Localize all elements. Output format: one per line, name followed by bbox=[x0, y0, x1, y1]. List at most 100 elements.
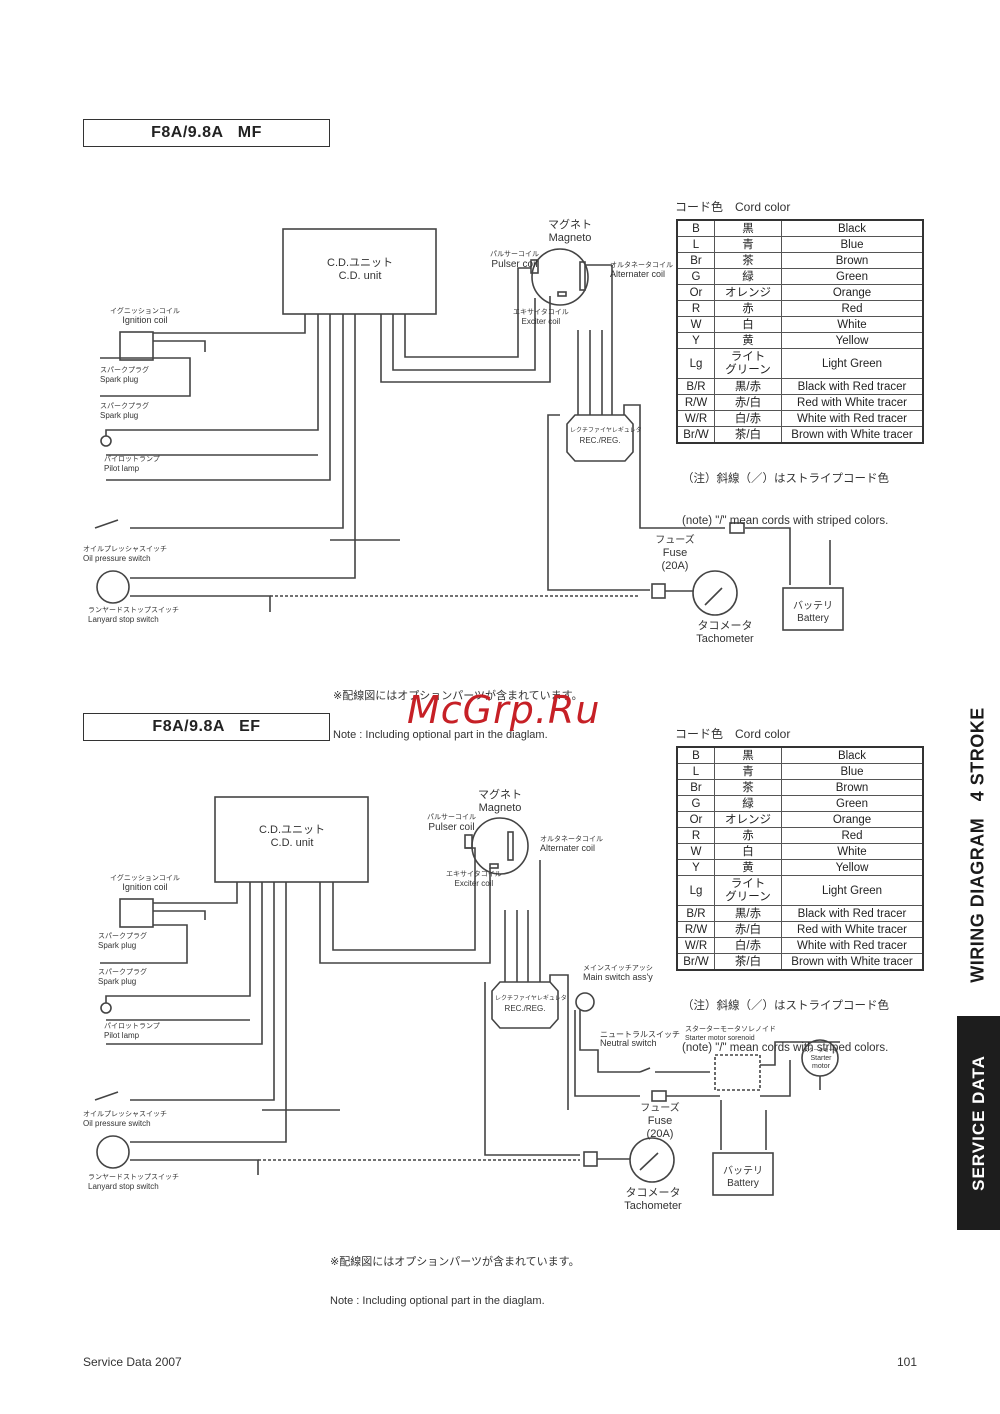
tacho-jp: タコメータ bbox=[625, 1187, 681, 1199]
cord-jp: 黄 bbox=[714, 859, 782, 876]
cord-en: Orange bbox=[781, 284, 924, 301]
fuse-box bbox=[729, 522, 745, 534]
pulser-coil-label-ef: パルサーコイル Pulser coil bbox=[427, 813, 476, 834]
pilot-en: Pilot lamp bbox=[104, 464, 140, 473]
rec-reg-label-ef: レクチファイヤレギュレタ REC./REG. bbox=[495, 995, 567, 1013]
lanyard-en: Lanyard stop switch bbox=[88, 615, 159, 624]
tachometer-label-mf: タコメータ Tachometer bbox=[680, 620, 770, 646]
pilot-jp: パイロットランプ bbox=[104, 456, 160, 463]
watermark: McGrp.Ru bbox=[407, 688, 601, 732]
side-tab-upper-text: WIRING DIAGRAM 4 STROKE bbox=[967, 707, 987, 983]
battery-box bbox=[782, 587, 844, 631]
pulser-jp: パルサーコイル bbox=[427, 814, 476, 821]
solenoid-box bbox=[714, 1054, 761, 1091]
main-switch-jp: メインスイッチアッシ bbox=[583, 965, 653, 972]
cord-code: R/W bbox=[676, 394, 715, 411]
solenoid-jp: スターターモータソレノイド bbox=[685, 1026, 776, 1033]
cord-code: R/W bbox=[676, 921, 715, 938]
cd-unit-ef: C.D.ユニット C.D. unit bbox=[232, 824, 352, 850]
recreg-en: REC./REG. bbox=[579, 436, 621, 445]
magneto-circle bbox=[531, 248, 589, 306]
lanyard-switch bbox=[96, 570, 130, 604]
magneto-jp: マグネト bbox=[548, 219, 592, 231]
cord-jp: オレンジ bbox=[714, 284, 782, 301]
spark-plug-2-label-ef: スパークプラグ Spark plug bbox=[98, 968, 147, 986]
exciter-coil bbox=[489, 863, 499, 869]
spark2-en: Spark plug bbox=[100, 411, 139, 420]
cord-jp: 黒/赤 bbox=[714, 905, 782, 922]
spark2-jp: スパークプラグ bbox=[98, 969, 147, 976]
oil-switch-label-ef: オイルプレッシャスイッチ Oil pressure switch bbox=[83, 1110, 167, 1128]
ignition-coil-label-mf: イグニッションコイル Ignition coil bbox=[110, 307, 180, 325]
cord-note-jp: （注）斜線（／）はストライプコード色 bbox=[682, 473, 889, 485]
neutral-jp: ニュートラルスイッチ bbox=[600, 1030, 680, 1039]
ignition-en: Ignition coil bbox=[122, 882, 168, 892]
cord-en: Orange bbox=[781, 811, 924, 828]
cord-note-en: (note) "/" mean cords with striped color… bbox=[682, 515, 889, 527]
oil-jp: オイルプレッシャスイッチ bbox=[83, 1111, 167, 1118]
lanyard-en: Lanyard stop switch bbox=[88, 1182, 159, 1191]
cord-en: Green bbox=[781, 795, 924, 812]
ignition-jp: イグニッションコイル bbox=[110, 875, 180, 882]
pilot-lamp-label-ef: パイロットランプ Pilot lamp bbox=[104, 1022, 160, 1040]
alternator-jp: オルタネータコイル bbox=[610, 262, 673, 269]
cd-unit-en: C.D. unit bbox=[338, 270, 382, 282]
spark1-en: Spark plug bbox=[100, 375, 139, 384]
cord-note-en: (note) "/" mean cords with striped color… bbox=[682, 1042, 889, 1054]
side-tab-service-data: SERVICE DATA bbox=[957, 1016, 1000, 1230]
cord-code: L bbox=[676, 763, 715, 780]
cord-jp: 赤 bbox=[714, 827, 782, 844]
cord-en: Red with White tracer bbox=[781, 921, 924, 938]
cord-jp: 茶 bbox=[714, 779, 782, 796]
fuse-en: Fuse bbox=[647, 1115, 673, 1127]
optional-note-en: Note : Including optional part in the di… bbox=[330, 1295, 545, 1307]
recreg-jp: レクチファイヤレギュレタ bbox=[495, 996, 567, 1002]
cord-jp: 白/赤 bbox=[714, 937, 782, 954]
cord-en: Black bbox=[781, 746, 924, 764]
cd-unit-mf: C.D.ユニット C.D. unit bbox=[300, 257, 420, 283]
pilot-jp: パイロットランプ bbox=[104, 1023, 160, 1030]
magneto-jp: マグネト bbox=[478, 789, 522, 801]
recreg-en: REC./REG. bbox=[504, 1004, 546, 1013]
oil-jp: オイルプレッシャスイッチ bbox=[83, 546, 167, 553]
cord-jp: 茶/白 bbox=[714, 426, 782, 444]
side-tab-lower-text: SERVICE DATA bbox=[968, 1055, 988, 1191]
battery-box bbox=[712, 1152, 774, 1196]
rec-reg-box bbox=[566, 414, 634, 462]
exciter-en: Exciter coil bbox=[521, 317, 561, 326]
spark2-en: Spark plug bbox=[98, 977, 137, 986]
exciter-coil bbox=[557, 291, 567, 297]
spark1-jp: スパークプラグ bbox=[100, 367, 149, 374]
lanyard-switch-label-ef: ランヤードストップスイッチ Lanyard stop switch bbox=[88, 1173, 179, 1191]
tacho-jp: タコメータ bbox=[697, 620, 753, 632]
cord-code: Br bbox=[676, 779, 715, 796]
lanyard-jp: ランヤードストップスイッチ bbox=[88, 1174, 179, 1181]
pilot-en: Pilot lamp bbox=[104, 1031, 140, 1040]
main-switch-label-ef: メインスイッチアッシ Main switch ass'y bbox=[583, 964, 653, 982]
footer-left: Service Data 2007 bbox=[83, 1355, 182, 1369]
spark-plug-2-label-mf: スパークプラグ Spark plug bbox=[100, 402, 149, 420]
oil-en: Oil pressure switch bbox=[83, 1119, 151, 1128]
cd-unit-jp: C.D.ユニット bbox=[259, 824, 325, 836]
pulser-jp: パルサーコイル bbox=[490, 251, 539, 258]
magneto-label-mf: マグネト Magneto bbox=[530, 219, 610, 245]
fuse-label-ef: フューズ Fuse (20A) bbox=[635, 1102, 685, 1141]
exciter-coil-label-mf: エキサイタコイル Exciter coil bbox=[513, 308, 569, 326]
alternator-en: Alternater coil bbox=[610, 269, 666, 279]
solenoid-label-ef: スターターモータソレノイド Starter motor sorenoid bbox=[685, 1025, 776, 1043]
cord-code: Or bbox=[676, 284, 715, 301]
cord-en: Blue bbox=[781, 763, 924, 780]
pulser-coil bbox=[464, 834, 473, 849]
cord-code: W/R bbox=[676, 410, 715, 427]
ignition-jp: イグニッションコイル bbox=[110, 308, 180, 315]
tachometer-gauge bbox=[692, 570, 738, 616]
fuse-label-mf: フューズ Fuse (20A) bbox=[650, 534, 700, 573]
